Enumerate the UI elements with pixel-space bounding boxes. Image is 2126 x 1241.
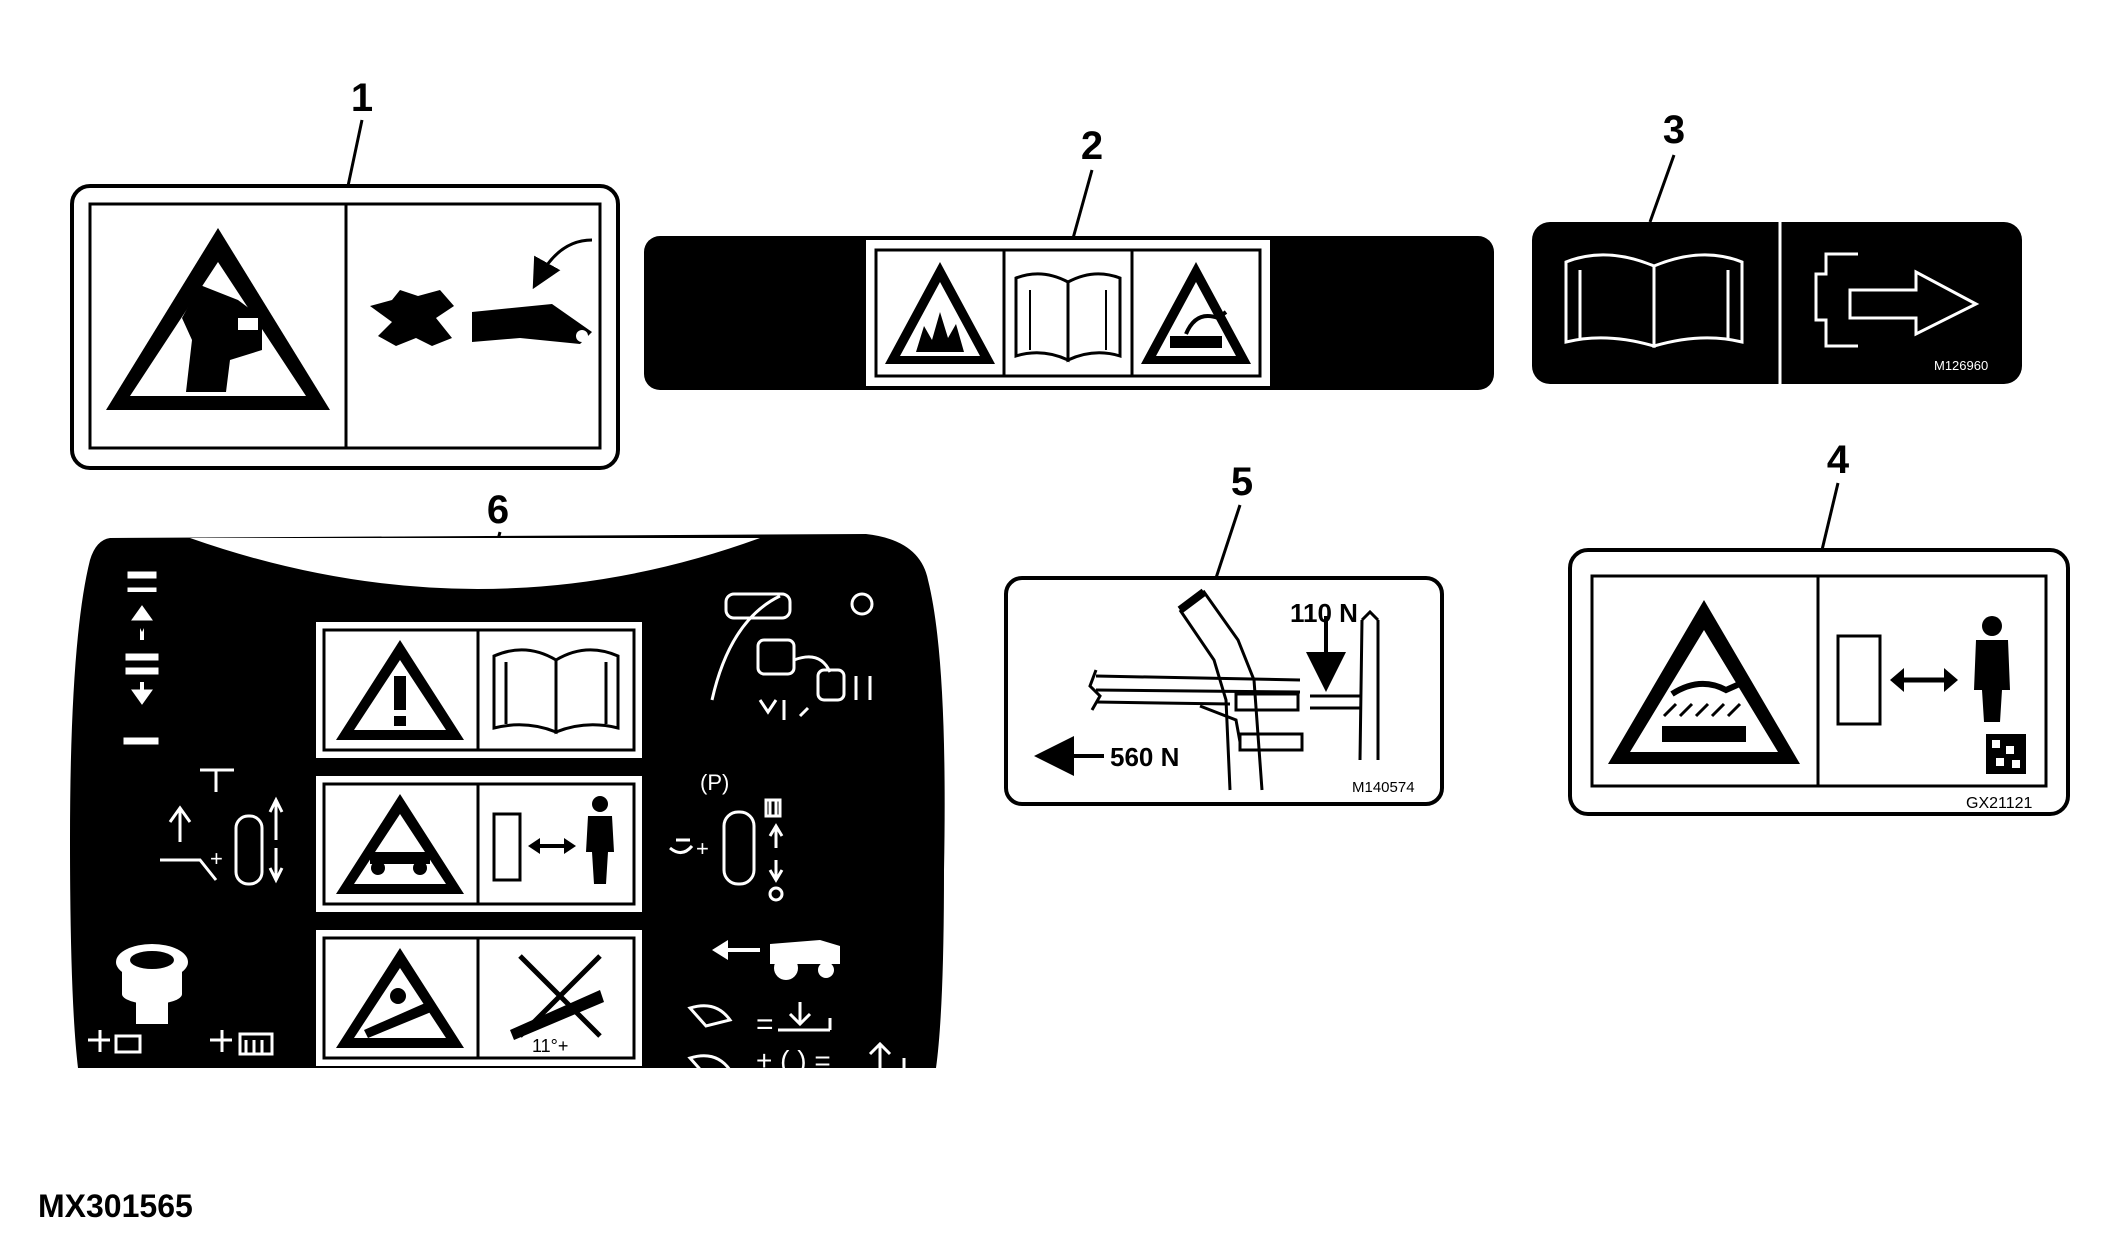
equals-1: = (756, 1008, 774, 1041)
svg-text:+: + (696, 836, 709, 861)
pedal-force-icon (1088, 588, 1380, 791)
pto-controls: = + ( ) = (687, 1002, 906, 1078)
crush-hazard-icon (106, 228, 330, 410)
operator-manual-icon (1564, 253, 1744, 348)
lift-lever-controls: + (160, 768, 284, 886)
callout-5: 5 (1230, 460, 1254, 504)
operator-manual-icon (1014, 272, 1122, 363)
runover-hazard-icon (336, 794, 464, 894)
warning-row-2 (316, 776, 642, 912)
fire-hazard-icon (885, 262, 995, 364)
pinch-point-icon (370, 238, 593, 346)
equals-2: + ( ) = (756, 1045, 831, 1076)
warning-row-1 (316, 622, 642, 758)
no-slope-icon: 11°+ (510, 954, 604, 1056)
decal-5-force-top: 110 N (1290, 598, 1358, 628)
warning-row-3: 11°+ (316, 930, 642, 1066)
keep-distance-icon (492, 796, 614, 884)
throttle-controls (710, 592, 874, 720)
callout-2: 2 (1080, 124, 1104, 168)
tractor-reverse-icon (712, 940, 840, 980)
decal-4-part-number: GX21121 (1966, 795, 2033, 812)
callout-4: 4 (1826, 438, 1850, 482)
callout-6: 6 (486, 488, 510, 532)
caution-icon (336, 640, 464, 740)
figure-id: MX301565 (38, 1188, 193, 1224)
deck-lift-icon (122, 571, 162, 745)
parking-brake-controls: (P) + (669, 770, 784, 902)
barcode-icon (1986, 734, 2026, 774)
callout-1: 1 (350, 76, 374, 120)
decal-5-force-left: 560 N (1110, 742, 1179, 772)
decal-5-part-number: M140574 (1352, 779, 1415, 796)
callout-3: 3 (1662, 108, 1686, 152)
decal-3-part-number: M126960 (1934, 358, 1988, 373)
decal-3: M126960 (1532, 222, 2022, 384)
keep-distance-icon (1836, 616, 2010, 726)
parking-symbol: (P) (700, 770, 729, 795)
decal-4: GX21121 (1568, 548, 2070, 816)
slope-angle-text: 11°+ (532, 1036, 568, 1056)
rollover-slope-icon (336, 948, 464, 1048)
svg-text:+: + (210, 846, 223, 871)
operator-manual-icon (492, 648, 620, 735)
decal-2 (644, 236, 1494, 390)
cut-height-icons (88, 1030, 274, 1056)
decal-6: 11°+ + (70, 534, 945, 1078)
exit-arrow-icon (1814, 252, 1980, 348)
hot-surface-icon (1141, 262, 1251, 364)
hot-surface-icon (1608, 600, 1800, 764)
fuel-cap-icon (116, 944, 188, 1024)
decal-1 (70, 184, 620, 470)
decal-5: 110 N 560 N M140574 (1004, 576, 1444, 806)
